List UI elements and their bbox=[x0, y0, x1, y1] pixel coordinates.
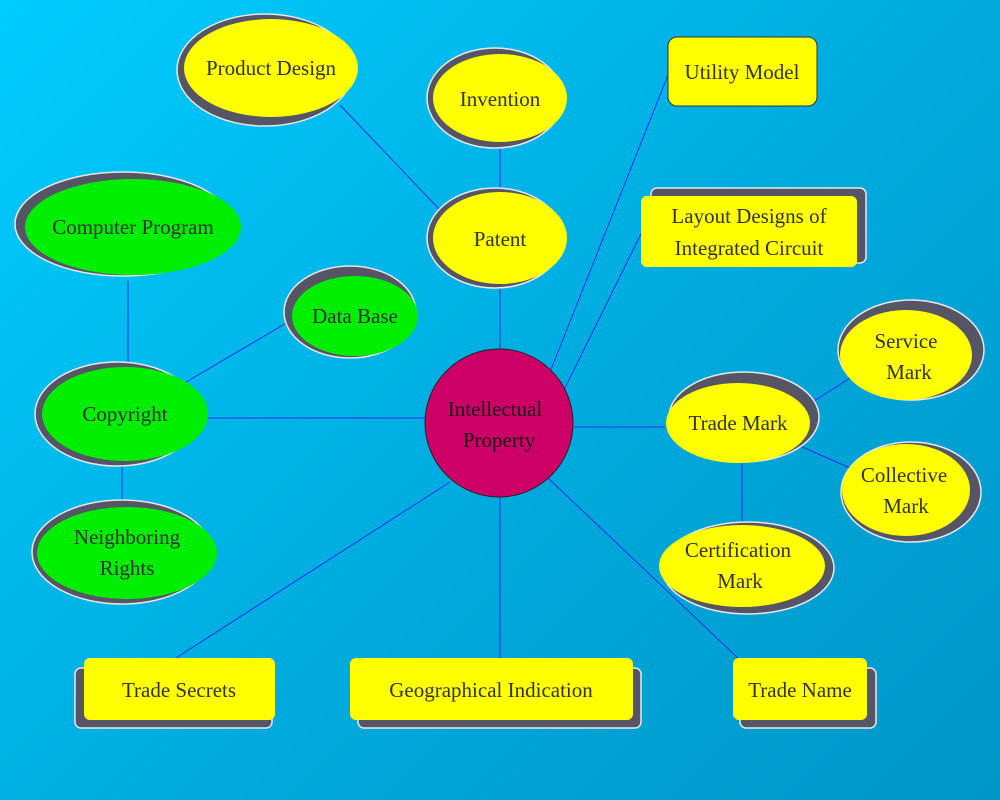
node-data-base: Data Base bbox=[283, 265, 418, 359]
node-collective-mark: Collective Mark bbox=[840, 441, 982, 543]
node-utility-model-label: Utility Model bbox=[685, 60, 800, 84]
node-data-base-label: Data Base bbox=[312, 304, 398, 328]
node-collective-mark-line1: Collective bbox=[861, 463, 947, 487]
node-computer-program: Computer Program bbox=[14, 171, 241, 277]
node-neighboring-rights: Neighboring Rights bbox=[31, 499, 217, 605]
node-service-mark-line1: Service bbox=[875, 329, 938, 353]
node-collective-mark-line2: Mark bbox=[883, 494, 929, 518]
node-product-design-label: Product Design bbox=[206, 56, 337, 80]
node-neighboring-rights-line1: Neighboring bbox=[74, 525, 181, 549]
node-computer-program-label: Computer Program bbox=[52, 215, 214, 239]
node-service-mark: Service Mark bbox=[837, 299, 985, 401]
node-patent-label: Patent bbox=[474, 227, 527, 251]
node-geographical-indication-label: Geographical Indication bbox=[389, 678, 593, 702]
node-layout-designs-line2: Integrated Circuit bbox=[675, 236, 824, 260]
node-product-design: Product Design bbox=[176, 13, 358, 127]
node-invention-label: Invention bbox=[460, 87, 541, 111]
node-service-mark-line2: Mark bbox=[886, 360, 932, 384]
center-label-line2: Property bbox=[463, 428, 536, 452]
node-geographical-indication: Geographical Indication bbox=[350, 658, 642, 729]
center-label-line1: Intellectual bbox=[448, 397, 543, 421]
node-certification-mark-line2: Mark bbox=[717, 569, 763, 593]
node-trade-mark-label: Trade Mark bbox=[689, 411, 788, 435]
node-certification-mark-line1: Certification bbox=[685, 538, 792, 562]
node-trade-secrets: Trade Secrets bbox=[74, 658, 275, 729]
node-certification-mark: Certification Mark bbox=[659, 521, 835, 615]
node-invention: Invention bbox=[426, 47, 567, 149]
node-intellectual-property: Intellectual Property bbox=[424, 348, 574, 498]
node-trade-secrets-label: Trade Secrets bbox=[122, 678, 236, 702]
center-circle bbox=[424, 348, 574, 498]
node-copyright: Copyright bbox=[34, 361, 208, 467]
node-utility-model: Utility Model bbox=[667, 36, 818, 107]
node-neighboring-rights-line2: Rights bbox=[100, 556, 155, 580]
node-trade-mark: Trade Mark bbox=[666, 371, 820, 463]
node-trade-name: Trade Name bbox=[733, 658, 877, 729]
node-trade-name-label: Trade Name bbox=[748, 678, 852, 702]
node-layout-designs-line1: Layout Designs of bbox=[671, 204, 826, 228]
node-copyright-label: Copyright bbox=[82, 402, 167, 426]
node-layout-designs: Layout Designs of Integrated Circuit bbox=[641, 187, 867, 267]
node-patent: Patent bbox=[426, 187, 567, 289]
